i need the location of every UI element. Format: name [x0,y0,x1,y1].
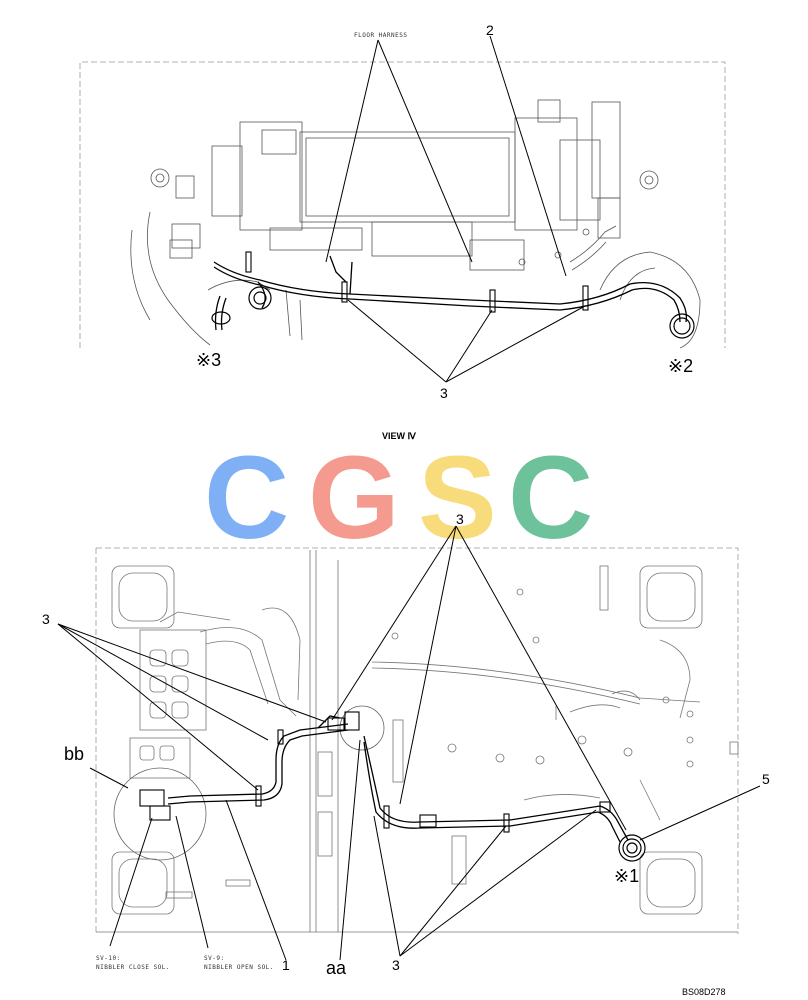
watermark: C G S C [204,432,593,564]
callout-bb: bb [64,744,84,764]
watermark-letter-s: S [418,432,497,564]
sv10-code: SV-10: [96,955,121,962]
callout-1: 1 [282,957,290,973]
bottom-view [57,525,761,961]
top-harness [213,255,688,331]
sv10-desc: NIBBLER CLOSE SOL. [96,964,170,971]
bottom-leaders [57,525,761,961]
sv9-code: SV-9: [204,955,225,962]
top-machinery [130,99,701,349]
callout-3-upper: 3 [456,511,464,527]
ref-mark-1: ※1 [614,866,639,886]
bottom-clamps [255,729,510,833]
bottom-grommet [618,834,646,862]
top-frame [79,61,726,348]
drawing-code: BS08D278 [682,987,726,997]
ref-mark-2: ※2 [668,356,693,376]
detail-circle-aa [339,705,385,751]
top-view [79,35,726,383]
top-leaders [325,35,586,383]
top-clamps [245,251,589,313]
watermark-letter-c: C [204,432,289,564]
floor-harness-label: FLOOR HARNESS [354,32,407,39]
ref-mark-3: ※3 [196,350,221,370]
callout-aa: aa [326,958,347,978]
bottom-machinery [96,550,739,933]
callout-5: 5 [762,771,770,787]
bottom-connectors [139,711,611,828]
bottom-frame [95,547,739,934]
detail-circle-bb [113,767,207,861]
callout-3-bottom: 3 [392,957,400,973]
callout-2: 2 [486,22,494,38]
callout-3-top-view: 3 [440,385,448,401]
callout-3-left: 3 [42,611,50,627]
top-grommets [211,286,695,339]
bottom-harness [167,715,629,843]
view-title: VIEW Ⅳ [382,431,417,441]
sv9-desc: NIBBLER OPEN SOL. [204,964,274,971]
watermark-letter-g: G [308,432,400,564]
watermark-letter-c-2: C [508,432,593,564]
